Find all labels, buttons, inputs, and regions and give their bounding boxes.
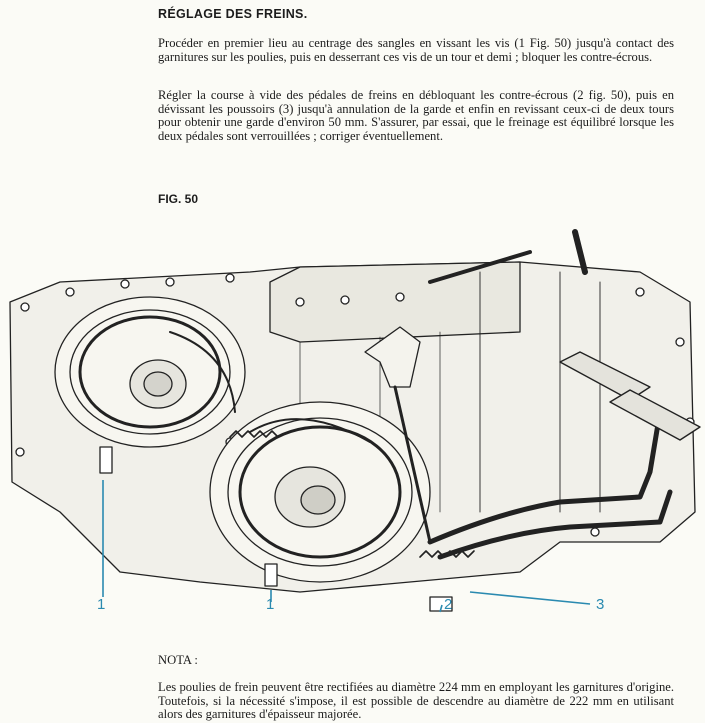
brake-pedal-arms	[427, 409, 663, 545]
brake-mechanism-illustration	[9, 229, 701, 613]
paragraph-strap-centering: Procéder en premier lieu au centrage des…	[158, 36, 674, 64]
figure-label: FIG. 50	[158, 192, 199, 206]
callout-3: 3	[596, 596, 605, 613]
paragraph-pedal-travel: Régler la course à vide des pédales de f…	[158, 88, 674, 143]
paragraph-pulley-rectification: Les poulies de frein peuvent être rectif…	[158, 680, 674, 722]
nota-label: NOTA :	[158, 653, 198, 667]
pedal-pads	[559, 351, 701, 441]
left-brake-drum	[54, 296, 246, 448]
right-brake-drum	[209, 401, 431, 583]
callout-1-left: 1	[97, 596, 106, 613]
section-title: RÉGLAGE DES FREINS.	[158, 7, 308, 21]
callout-1-right: 1	[266, 596, 275, 613]
callout-2: 2	[444, 596, 453, 613]
